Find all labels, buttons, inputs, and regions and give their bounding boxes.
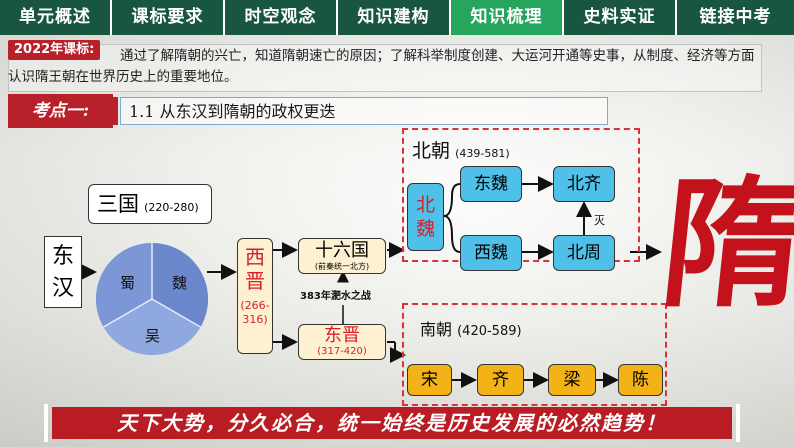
kaodian-label: 考点一: bbox=[8, 94, 113, 128]
curriculum-standard-box bbox=[8, 44, 762, 92]
south-qi-box: 齐 bbox=[477, 364, 524, 396]
tab-curriculum-requirements[interactable]: 课标要求 bbox=[112, 0, 225, 35]
pie-slice-shu bbox=[95, 243, 152, 327]
mie-label: 灭 bbox=[594, 214, 605, 227]
south-chen-box: 陈 bbox=[618, 364, 663, 396]
xiwei-box: 西魏 bbox=[460, 235, 522, 271]
beiwei-box: 北魏 bbox=[407, 183, 444, 251]
three-kingdoms-pie bbox=[95, 243, 209, 356]
nanchao-title: 南朝 (420-589) bbox=[420, 320, 522, 339]
donghan-box: 东汉 bbox=[44, 236, 82, 308]
tab-unit-overview[interactable]: 单元概述 bbox=[0, 0, 112, 35]
feishui-battle-label: 383年淝水之战 bbox=[300, 291, 371, 302]
pie-label-wei: 魏 bbox=[172, 274, 188, 292]
shiliuguo-box: 十六国 (前秦统一北方) bbox=[298, 238, 386, 274]
pie-label-wu: 吴 bbox=[145, 327, 161, 345]
sui-calligraphy: 隋 bbox=[654, 163, 794, 327]
pie-slice-wei bbox=[152, 243, 209, 327]
tab-knowledge-review[interactable]: 知识梳理 bbox=[451, 0, 564, 35]
beichao-title: 北朝 (439-581) bbox=[412, 140, 510, 162]
pie-label-shu: 蜀 bbox=[120, 274, 136, 292]
tab-knowledge-construction[interactable]: 知识建构 bbox=[338, 0, 451, 35]
dongjin-box: 东晋 (317-420) bbox=[298, 324, 386, 360]
xijin-box: 西晋 (266-316) bbox=[237, 238, 273, 354]
kaodian-accent-bar bbox=[113, 97, 118, 125]
beizhou-box: 北周 bbox=[553, 235, 615, 271]
tab-historical-evidence[interactable]: 史料实证 bbox=[564, 0, 677, 35]
bottom-banner: 天下大势，分久必合，统一始终是历史发展的必然趋势！ bbox=[44, 404, 740, 442]
dongwei-box: 东魏 bbox=[460, 166, 522, 202]
south-song-box: 宋 bbox=[407, 364, 452, 396]
nanchao-region bbox=[402, 303, 667, 406]
tab-exam-link[interactable]: 链接中考 bbox=[699, 7, 772, 27]
sanguo-box: 三国 (220-280) bbox=[88, 184, 212, 224]
beiqi-box: 北齐 bbox=[553, 166, 615, 202]
curriculum-standard-tag: 2022年课标: bbox=[8, 40, 101, 60]
kaodian-title: 1.1 从东汉到隋朝的政权更迭 bbox=[120, 97, 608, 125]
south-liang-box: 梁 bbox=[548, 364, 596, 396]
top-nav: 单元概述 课标要求 时空观念 知识建构 知识梳理 史料实证 链接中考 bbox=[0, 0, 794, 35]
tab-space-time[interactable]: 时空观念 bbox=[225, 0, 338, 35]
curriculum-standard-text: 通过了解隋朝的兴亡，知道隋朝速亡的原因；了解科举制度创建、大运河开通等史事，从制… bbox=[8, 48, 755, 85]
